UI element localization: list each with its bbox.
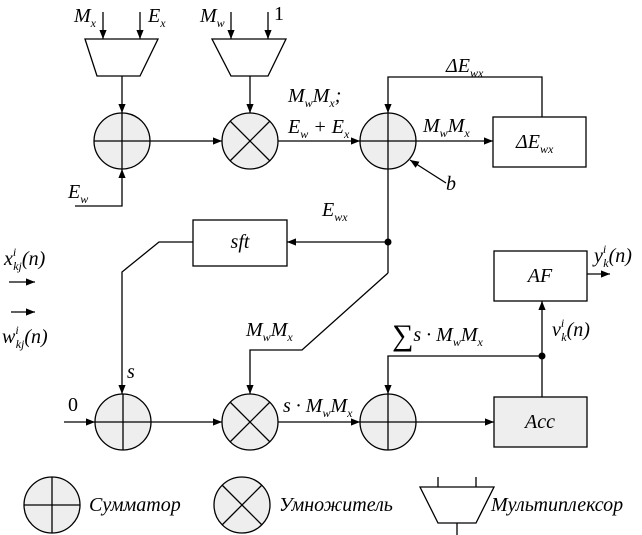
multiplexer-2: Mw 1 — [199, 3, 288, 113]
mux2-input-one: 1 — [274, 3, 284, 25]
mux1-input-ex: Ex — [147, 5, 166, 30]
accumulator-feedback-line — [384, 355, 542, 394]
b-arrow — [409, 159, 447, 184]
legend-mux-icon — [418, 477, 496, 535]
delta-feedback-label: ΔEwx — [445, 55, 484, 80]
adder-3 — [94, 393, 152, 451]
ew-label: Ew — [67, 181, 88, 206]
legend-adder-icon — [23, 476, 81, 534]
adder2-output-label: MwMx — [422, 115, 470, 140]
multiplier-2 — [221, 393, 279, 451]
mwmx-semicolon-label: MwMx; — [287, 85, 341, 110]
legend-adder-label: Сумматор — [89, 494, 181, 516]
delta-ewx-box — [492, 116, 587, 168]
multiplexer-1: Mx Ex — [73, 5, 166, 113]
s-label: s — [127, 361, 135, 383]
mux1-input-mx: Mx — [73, 5, 97, 30]
legend-mux-label: Мультиплексор — [490, 494, 623, 516]
af-box — [493, 250, 588, 302]
legend: Сумматор Умножитель Мультиплексор — [23, 476, 623, 535]
acc-box — [493, 396, 588, 448]
af-label: AF — [526, 265, 553, 287]
ew-plus-ex-label: Ew + Ex — [287, 116, 350, 141]
ewx-label: Ewx — [321, 199, 348, 224]
adder-1 — [93, 112, 151, 170]
zero-label: 0 — [68, 394, 78, 416]
delta-feedback-line — [384, 76, 543, 117]
legend-multiplier-icon — [213, 476, 271, 534]
delta-ewx-box-label: ΔEwx — [515, 131, 554, 156]
adder-4 — [359, 393, 417, 451]
acc-label: Acc — [523, 411, 555, 433]
mwmx-label: MwMx — [245, 319, 293, 344]
mux2-input-mw: Mw — [199, 5, 225, 30]
sft-box — [192, 219, 288, 267]
adder-2 — [359, 112, 417, 170]
product-label: s · MwMx — [283, 395, 353, 420]
b-label: b — [446, 173, 456, 195]
legend-multiplier-label: Умножитель — [279, 494, 393, 516]
mwmx-line — [246, 272, 389, 394]
shift-line — [118, 241, 193, 394]
sft-label: sft — [231, 231, 250, 253]
sum-label: ∑s · MwMx — [392, 319, 484, 352]
multiplier-1 — [221, 112, 279, 170]
adder1-ew-input-line — [75, 169, 126, 207]
